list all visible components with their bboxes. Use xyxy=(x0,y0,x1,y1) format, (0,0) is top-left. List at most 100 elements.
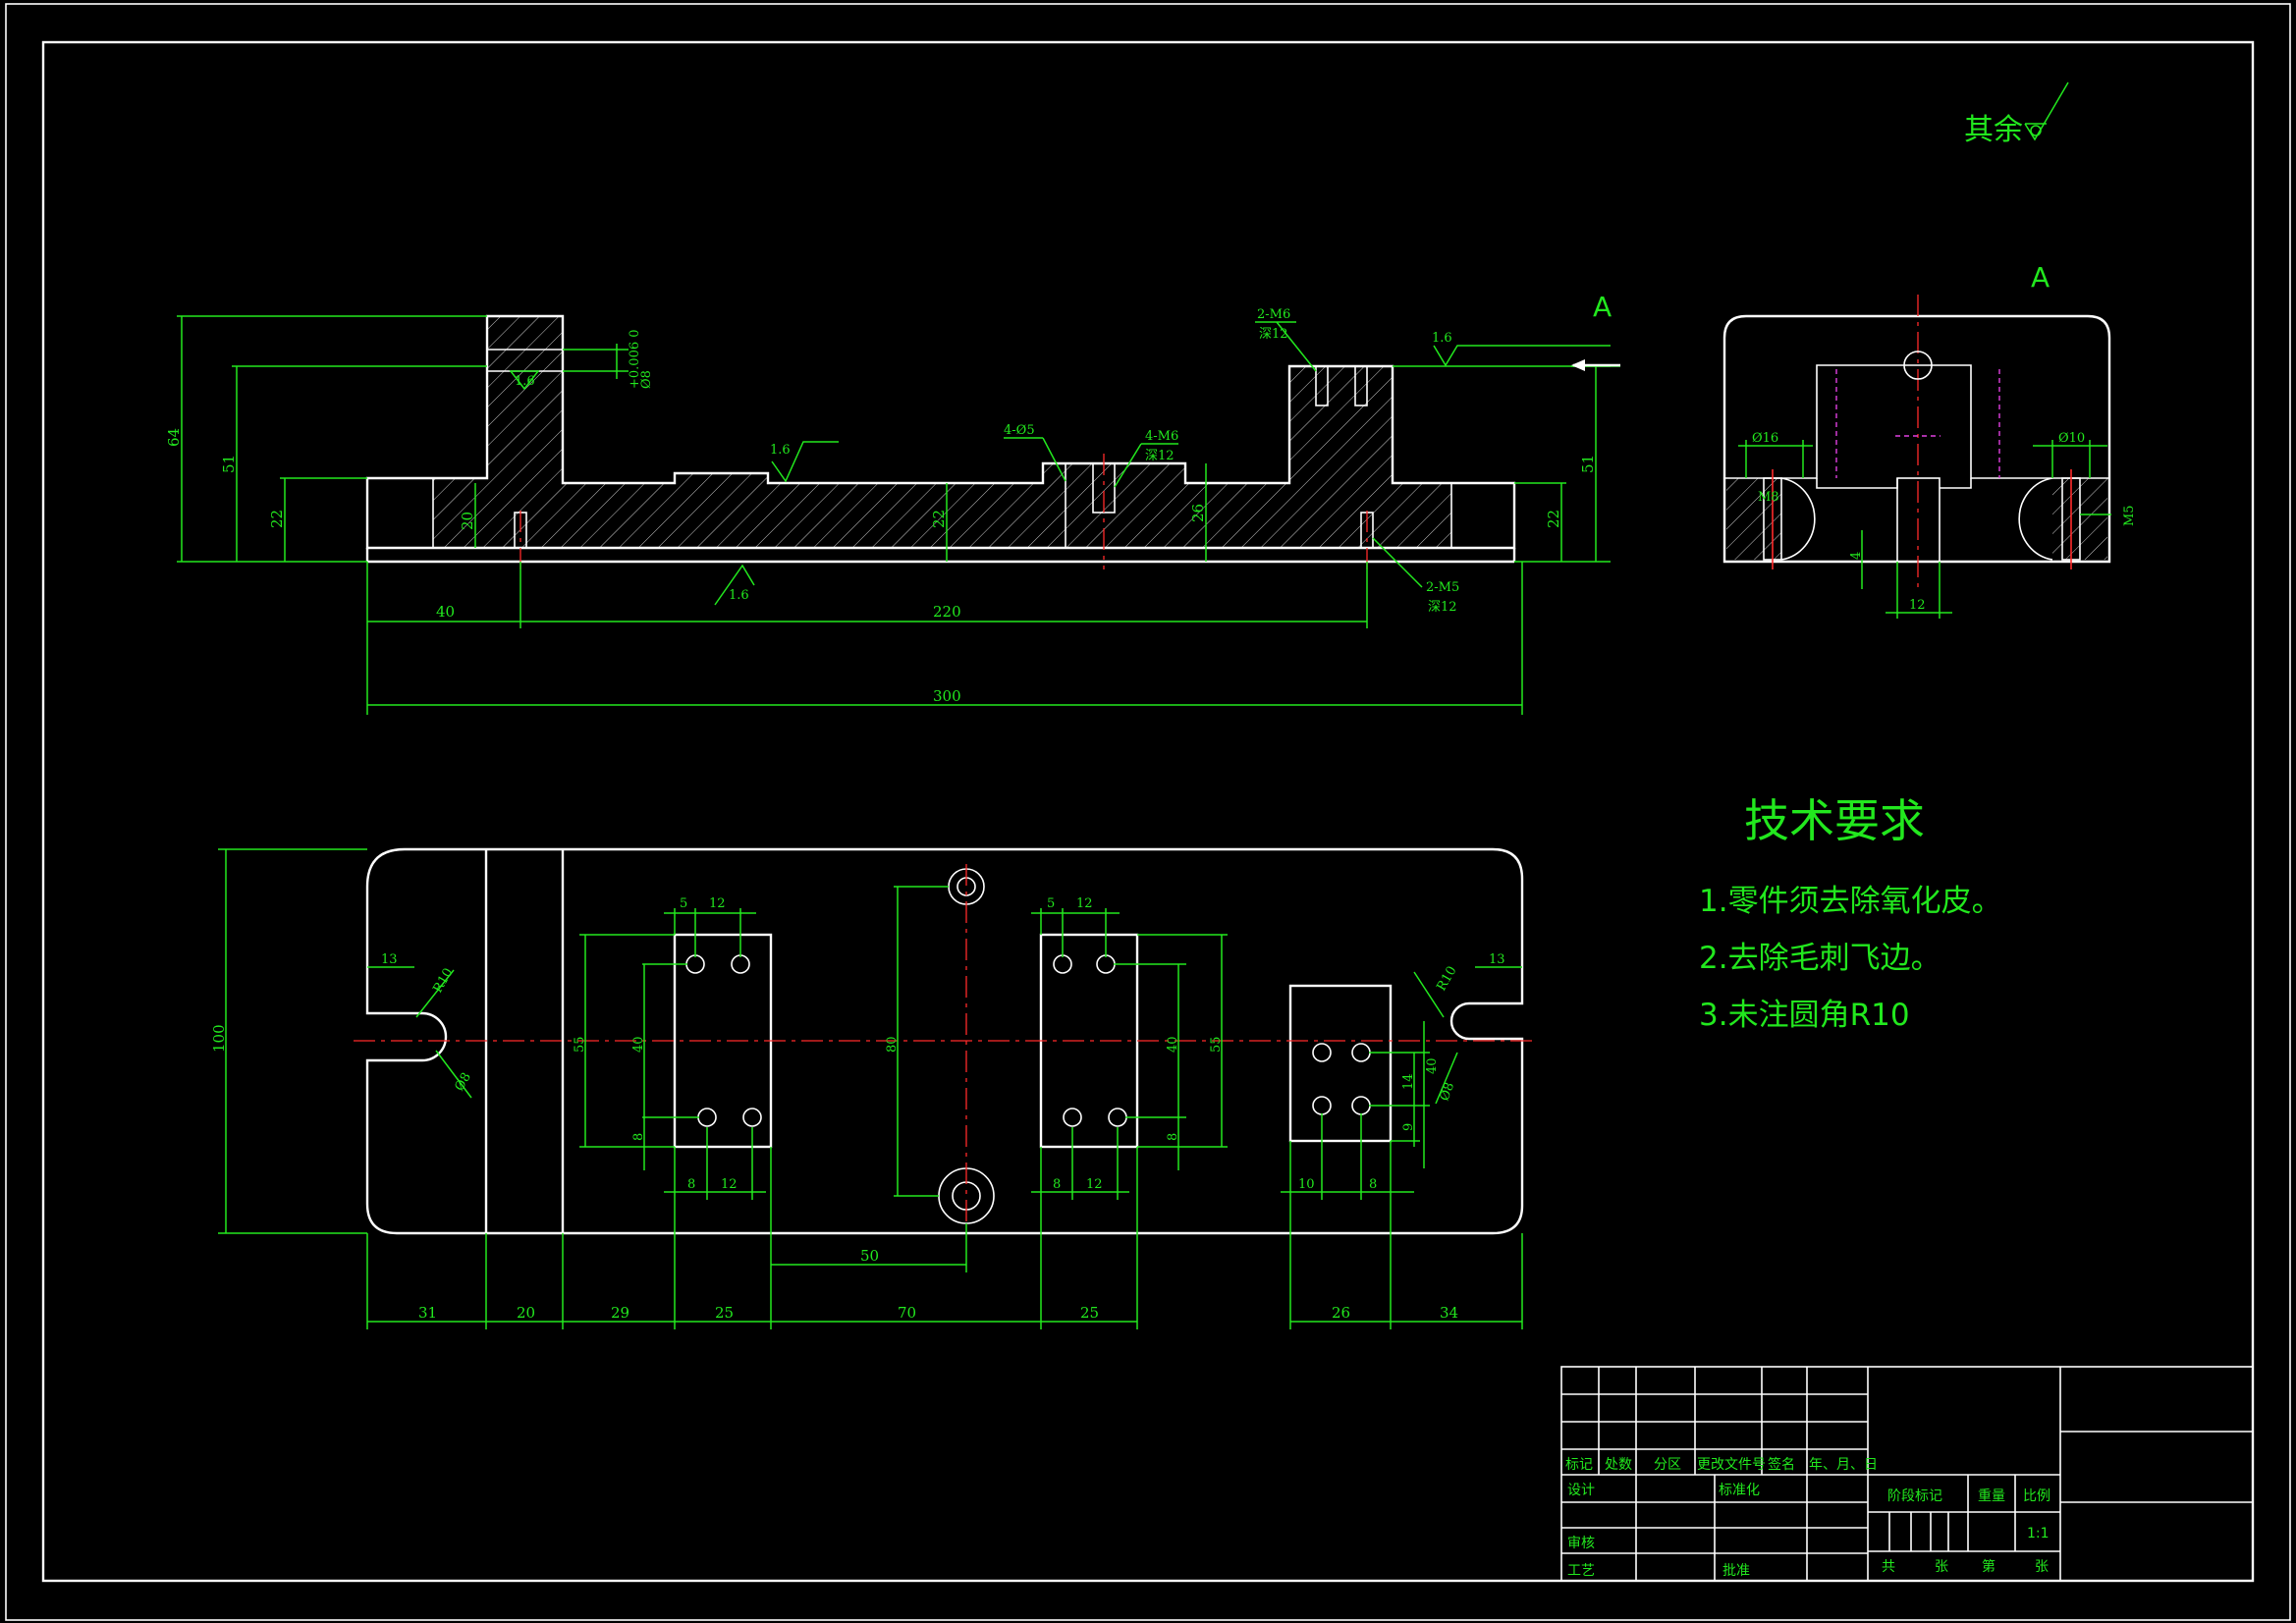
plan-dim-d8-right: Ø8 xyxy=(1438,1080,1458,1103)
dim-40: 40 xyxy=(436,603,455,621)
tb-total: 共 xyxy=(1882,1559,1895,1575)
callout-depth12-b: 深12 xyxy=(1145,449,1175,463)
front-hole-callouts: 2-M6 深12 4-Ø5 4-M6 深12 2-M5 深12 Ø8 +0.00… xyxy=(563,307,1459,615)
callout-2-m6: 2-M6 xyxy=(1257,307,1290,322)
rough-1-6-a: 1.6 xyxy=(515,374,535,389)
plan-dim-13-left: 13 xyxy=(381,952,398,967)
tb-review: 审核 xyxy=(1567,1536,1595,1551)
dim-64: 64 xyxy=(165,428,183,447)
tb-count: 处数 xyxy=(1605,1457,1632,1473)
tb-sign: 签名 xyxy=(1768,1456,1795,1473)
front-section-hatch xyxy=(433,316,1451,548)
dim-22-right: 22 xyxy=(1545,510,1562,528)
plan-dim-13-right: 13 xyxy=(1489,952,1505,967)
plan-dim-40-right: 40 xyxy=(1425,1057,1440,1074)
plan-dim-d8-left: Ø8 xyxy=(452,1070,473,1094)
plan-dim-40-c: 40 xyxy=(1166,1036,1180,1053)
tech-item-1: 1.零件须去除氧化皮。 xyxy=(1699,884,2002,919)
plan-dim-12-b: 12 xyxy=(721,1177,738,1192)
tb-design: 设计 xyxy=(1567,1483,1595,1498)
callout-fit-d8: Ø8 xyxy=(639,370,654,389)
rough-1-6-c: 1.6 xyxy=(729,588,749,603)
plan-dim-50: 50 xyxy=(860,1247,879,1265)
section-label-a-side: A xyxy=(2031,261,2050,294)
callout-depth12-c: 深12 xyxy=(1428,600,1457,615)
tb-date: 年、月、日 xyxy=(1809,1457,1878,1473)
plan-dim-9: 9 xyxy=(1401,1123,1416,1131)
plan-dim-20: 20 xyxy=(517,1304,535,1322)
inner-border xyxy=(41,40,2255,1583)
plan-dim-25-b: 25 xyxy=(1080,1304,1099,1322)
tb-mark: 标记 xyxy=(1565,1457,1593,1473)
tech-item-2: 2.去除毛刺飞边。 xyxy=(1699,941,1941,976)
plan-dim-100: 100 xyxy=(210,1024,228,1053)
side-dim-4: 4 xyxy=(1849,552,1864,560)
tb-sheets: 张 xyxy=(1935,1559,1948,1575)
technical-requirements: 技术要求 1.零件须去除氧化皮。 2.去除毛刺飞边。 3.未注圆角R10 xyxy=(1699,794,2002,1033)
callout-fit-tol: +0.006 0 xyxy=(628,329,642,389)
plan-dim-8-a: 8 xyxy=(631,1133,646,1141)
plan-view: 100 13 R10 Ø8 5 12 55 40 8 8 12 80 xyxy=(210,847,1538,1329)
roughness-note: 其余 xyxy=(1964,81,2069,147)
dim-22-left: 22 xyxy=(268,510,286,528)
side-view: A Ø16 M8 Ø10 M5 12 4 xyxy=(1722,261,2137,619)
front-dims-left: 64 51 22 20 22 26 xyxy=(165,315,1207,563)
dim-51-right: 51 xyxy=(1579,455,1597,473)
outer-border xyxy=(5,3,2291,1621)
plan-dim-r10-right: R10 xyxy=(1434,964,1459,994)
dim-26: 26 xyxy=(1189,504,1207,522)
plan-dim-12-d: 12 xyxy=(1086,1177,1103,1192)
plan-dim-55-c: 55 xyxy=(1209,1036,1224,1053)
plan-dim-r10-left: R10 xyxy=(430,966,456,996)
side-outline xyxy=(1722,314,2111,564)
plan-dim-12-a: 12 xyxy=(709,896,726,911)
callout-depth12-a: 深12 xyxy=(1259,327,1288,342)
callout-2-m5: 2-M5 xyxy=(1426,580,1459,595)
tb-scale-value: 1:1 xyxy=(2027,1526,2050,1542)
tb-weight: 重量 xyxy=(1978,1488,2005,1504)
plan-dim-31: 31 xyxy=(418,1304,437,1322)
plan-dim-8-e: 8 xyxy=(1369,1177,1377,1192)
side-dim-d10: Ø10 xyxy=(2058,431,2085,446)
tb-doc-no: 更改文件号 xyxy=(1697,1457,1766,1473)
plan-dim-34: 34 xyxy=(1440,1304,1458,1322)
plan-dim-40-a: 40 xyxy=(631,1036,646,1053)
tb-stage-mark: 阶段标记 xyxy=(1887,1488,1942,1504)
tb-sheet-word: 张 xyxy=(2035,1559,2049,1575)
dim-220: 220 xyxy=(933,603,961,621)
tb-standard: 标准化 xyxy=(1719,1483,1760,1498)
plan-dim-29: 29 xyxy=(611,1304,629,1322)
plan-dim-12-c: 12 xyxy=(1076,896,1093,911)
plan-dim-70: 70 xyxy=(898,1304,916,1322)
side-dim-m5: M5 xyxy=(2122,505,2137,526)
tb-page-no: 第 xyxy=(1982,1558,1995,1575)
side-dim-m8: M8 xyxy=(1758,490,1779,505)
section-label-a-front: A xyxy=(1593,291,1612,323)
front-roughness: 1.6 1.6 1.6 1.6 xyxy=(509,331,1611,606)
plan-dim-14: 14 xyxy=(1401,1073,1416,1090)
dim-51-left: 51 xyxy=(220,455,238,473)
tb-zone: 分区 xyxy=(1654,1457,1681,1473)
dim-20: 20 xyxy=(459,512,476,530)
plan-dim-55-a: 55 xyxy=(573,1036,587,1053)
callout-4-d5: 4-Ø5 xyxy=(1004,423,1035,438)
title-block: 标记 处数 分区 更改文件号 签名 年、月、日 设计 标准化 审核 工艺 批准 … xyxy=(1560,1366,2254,1582)
plan-dim-8-c: 8 xyxy=(1166,1133,1180,1141)
tb-scale: 比例 xyxy=(2023,1488,2050,1504)
plan-dim-5-a: 5 xyxy=(680,896,687,911)
plan-dim-25-a: 25 xyxy=(715,1304,734,1322)
plan-dim-26: 26 xyxy=(1332,1304,1350,1322)
rough-1-6-b: 1.6 xyxy=(770,443,791,458)
plan-outline xyxy=(365,847,1524,1235)
callout-4-m6: 4-M6 xyxy=(1145,429,1178,444)
front-view: 64 51 22 20 22 26 51 22 xyxy=(165,291,1620,715)
plan-dim-8-d: 8 xyxy=(1053,1177,1061,1192)
side-dim-12: 12 xyxy=(1909,598,1926,613)
plan-dim-8-b: 8 xyxy=(687,1177,695,1192)
rough-1-6-d: 1.6 xyxy=(1432,331,1452,346)
tech-item-3: 3.未注圆角R10 xyxy=(1699,998,1910,1033)
plan-dim-5-c: 5 xyxy=(1047,896,1055,911)
plan-bottom-chain: 31 20 29 25 70 25 26 34 xyxy=(366,1141,1523,1329)
tb-process: 工艺 xyxy=(1567,1563,1595,1579)
